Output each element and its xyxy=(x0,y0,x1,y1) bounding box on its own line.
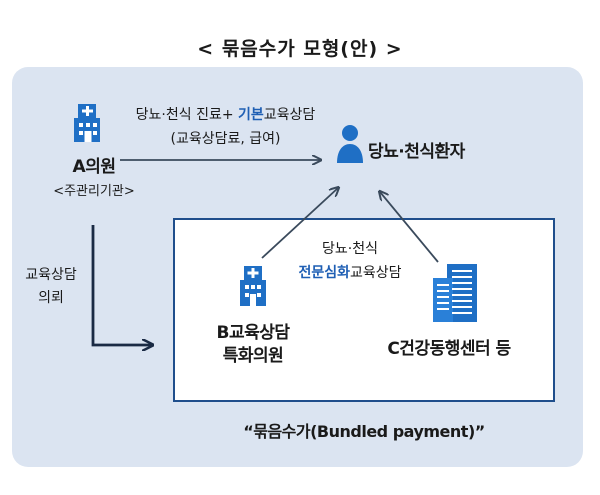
a-to-b-label-line1: 교육상담 xyxy=(25,267,77,283)
bundled-payment-caption: “묶음수가(Bundled payment)” xyxy=(243,422,485,441)
a-clinic-name: A의원 xyxy=(72,157,116,177)
patient-name: 당뇨·천식환자 xyxy=(368,142,465,162)
specialist-label-line1: 당뇨·천식 xyxy=(322,241,378,257)
specialist-label-highlight: 전문심화 xyxy=(298,265,350,281)
specialist-label-rest: 교육상담 xyxy=(350,265,402,281)
b-clinic-line2: 특화의원 xyxy=(222,346,284,366)
a-to-patient-label-part2: 교육상담 xyxy=(263,107,316,123)
arrow-a-to-b xyxy=(91,225,152,345)
arrow-b-to-patient xyxy=(261,188,338,259)
a-to-patient-label-highlight: 기본 xyxy=(238,107,264,123)
building-icon-c xyxy=(433,264,477,322)
a-clinic-role: <주관리기관> xyxy=(53,184,135,199)
arrow-c-to-patient xyxy=(380,192,439,263)
hospital-icon-b xyxy=(240,266,266,306)
bundled-payment-box xyxy=(173,218,555,402)
c-center-name: C건강동행센터 등 xyxy=(387,339,511,359)
a-to-patient-label-part1: 당뇨·천식 진료+ xyxy=(135,107,239,123)
hospital-icon-a xyxy=(74,104,100,142)
page-title: < 묶음수가 모형(안) > xyxy=(197,38,403,60)
a-to-patient-label: 당뇨·천식 진료+ 기본교육상담 xyxy=(118,104,333,124)
a-to-patient-sublabel: (교육상담료, 급여) xyxy=(170,131,281,147)
person-icon xyxy=(337,125,363,163)
specialist-label-line2: 전문심화교육상담 xyxy=(270,262,430,282)
b-clinic-line1: B교육상담 xyxy=(216,323,290,343)
a-to-b-label-line2: 의뢰 xyxy=(38,290,64,306)
